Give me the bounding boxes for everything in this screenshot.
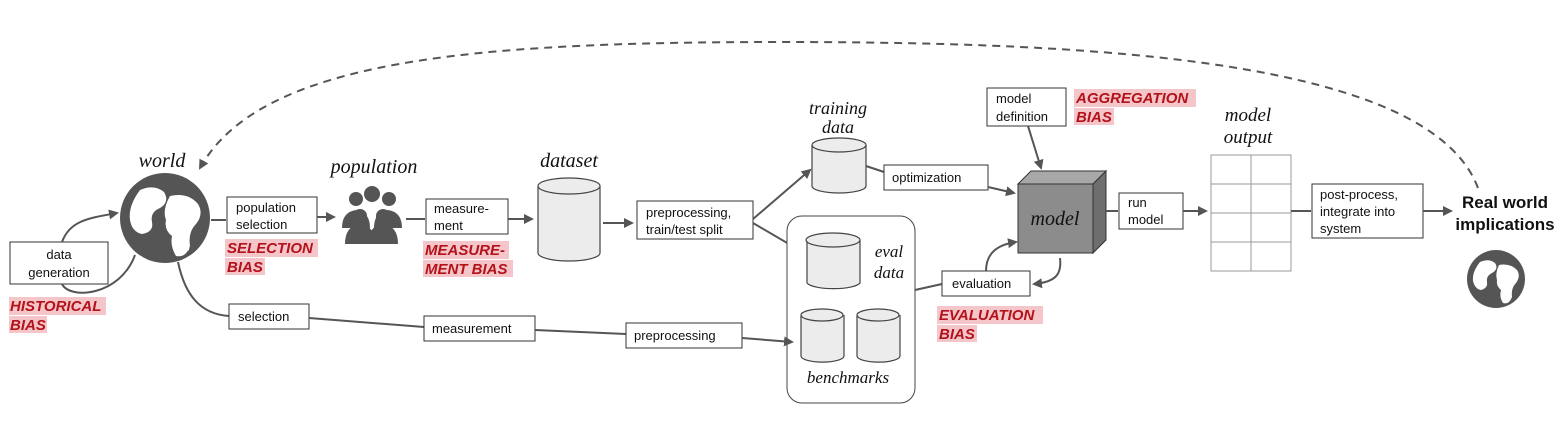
run-model-line2: model (1128, 212, 1164, 227)
world-label: world (139, 150, 187, 172)
dataset-cylinder (537, 177, 601, 262)
model-definition-line1: model (996, 91, 1032, 106)
run-model-line1: run (1128, 195, 1147, 210)
model-definition-line2: definition (996, 109, 1048, 124)
eval-data-line2: data (874, 263, 904, 282)
measurement-top-line2: ment (434, 218, 463, 233)
evaluation-label: evaluation (952, 276, 1011, 291)
evaluation-bias-line2: BIAS (939, 326, 975, 343)
evaluation-box (941, 270, 1031, 297)
arrow-selection-to-measure (308, 317, 425, 328)
preprocessing-split-box (636, 200, 754, 240)
population-selection-box (226, 196, 318, 234)
post-process-line2: integrate into (1320, 204, 1395, 219)
arrow-training-to-opt (865, 165, 885, 173)
arrow-gen-to-world (61, 209, 119, 243)
arrow-evaluation-to-model (985, 238, 1018, 272)
selection-bias-line1: SELECTION (227, 240, 314, 257)
model-cube: model (1016, 169, 1108, 255)
selection-label: selection (238, 309, 289, 324)
training-data-line1: training (809, 98, 867, 118)
post-process-line3: system (1320, 221, 1361, 236)
model-label: model (1031, 208, 1080, 230)
arrow-model-to-evaluation (1032, 257, 1062, 289)
population-label: population (329, 156, 418, 178)
arrow-world-to-selection (177, 261, 230, 317)
model-output-line1: model (1225, 105, 1271, 126)
arrow-measure-to-preproc (534, 329, 627, 335)
arrow-opt-to-model (987, 186, 1016, 197)
optimization-label: optimization (892, 170, 961, 185)
benchmarks-label: benchmarks (807, 368, 890, 387)
data-generation-line1: data (46, 247, 72, 262)
aggregation-bias-line1: AGGREGATION (1075, 90, 1189, 107)
benchmark-cylinder-1 (800, 308, 845, 363)
globe-icon (120, 173, 210, 263)
measurement-bottom-box (423, 315, 536, 342)
people-icon (342, 186, 402, 244)
model-output-line2: output (1224, 127, 1273, 148)
preprocessing-split-line1: preprocessing, (646, 205, 731, 220)
eval-data-line1: eval (875, 242, 904, 261)
population-selection-line2: selection (236, 217, 287, 232)
evaluation-bias-line1: EVALUATION (939, 307, 1035, 324)
real-world-line1: Real world (1462, 193, 1548, 212)
optimization-box (883, 164, 989, 191)
arrow-preproc-to-benchmarks (741, 336, 794, 347)
preprocessing-bottom-label: preprocessing (634, 328, 716, 343)
preprocessing-split-line2: train/test split (646, 222, 723, 237)
dataset-label: dataset (540, 150, 598, 172)
measurement-bias-line1: MEASURE- (425, 242, 505, 259)
measurement-top-line1: measure- (434, 201, 489, 216)
population-selection-line1: population (236, 200, 296, 215)
selection-bias-line2: BIAS (227, 259, 263, 276)
historical-bias-line1: HISTORICAL (10, 298, 101, 315)
model-output-grid (1210, 154, 1292, 272)
real-world-line2: implications (1455, 215, 1554, 234)
eval-data-cylinder (805, 232, 861, 290)
globe-small-icon (1467, 250, 1525, 308)
post-process-box (1311, 183, 1424, 239)
measurement-bottom-label: measurement (432, 321, 512, 336)
model-definition-box (986, 87, 1067, 127)
arrow-world-to-gen (61, 254, 136, 294)
arrow-split-to-training (752, 168, 812, 220)
measurement-top-box (425, 198, 509, 235)
selection-box (228, 303, 310, 330)
aggregation-bias-line2: BIAS (1076, 109, 1112, 126)
data-generation-line2: generation (28, 265, 89, 280)
training-data-line2: data (822, 117, 854, 137)
feedback-arc (199, 40, 1479, 189)
arrow-eval-to-evaluation (914, 283, 943, 291)
post-process-line1: post-process, (1320, 187, 1398, 202)
historical-bias-line2: BIAS (10, 317, 46, 334)
training-data-cylinder (811, 137, 867, 194)
data-generation-box (9, 241, 109, 285)
measurement-bias-line2: MENT BIAS (425, 261, 508, 278)
preprocessing-bottom-box (625, 322, 743, 349)
benchmark-cylinder-2 (856, 308, 901, 363)
arrow-def-to-model (1027, 125, 1044, 170)
